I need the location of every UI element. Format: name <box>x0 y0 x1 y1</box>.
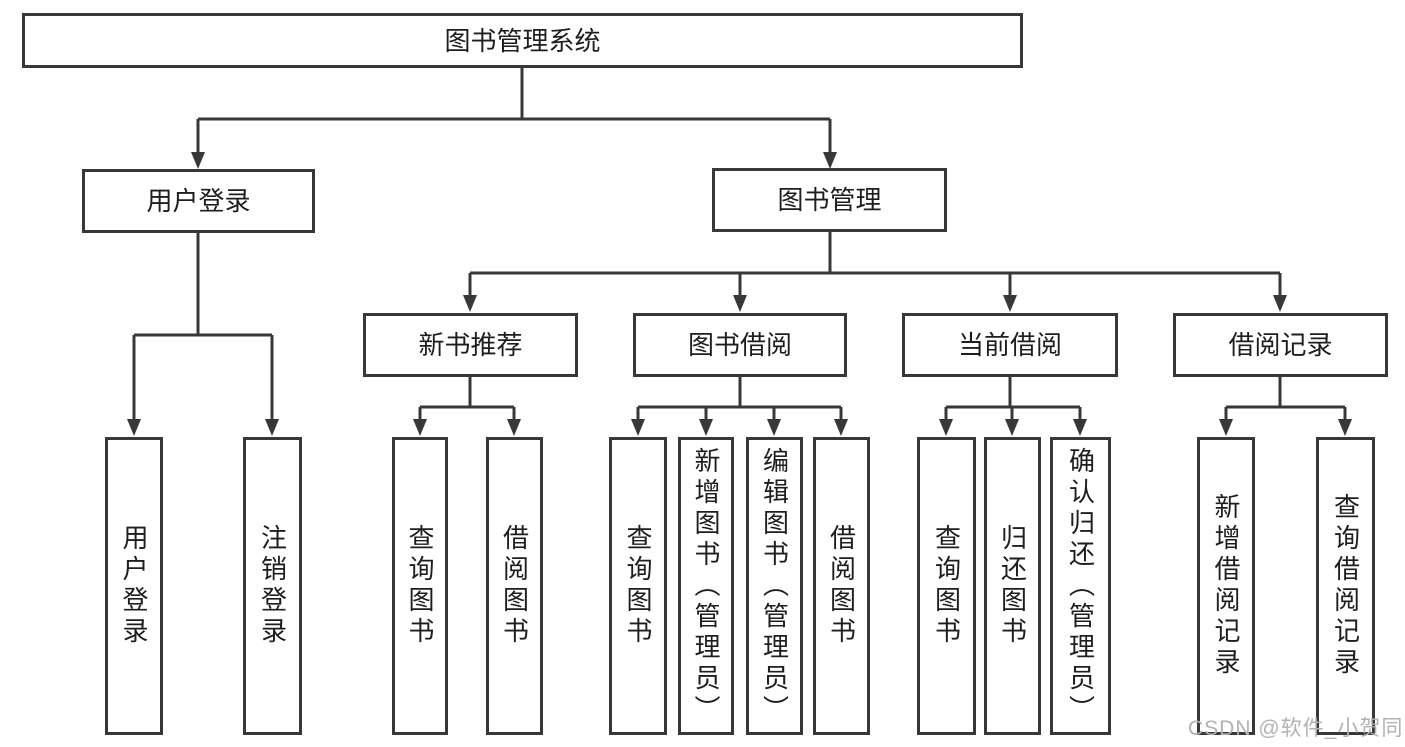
arrowhead <box>507 419 521 436</box>
node-book-borrow: 图书借阅 <box>633 313 847 377</box>
connector-current-borrow-split <box>944 377 1082 421</box>
node-user-login: 用户登录 <box>82 169 315 233</box>
node-current-borrow: 当前借阅 <box>902 313 1118 377</box>
arrowhead <box>413 419 427 436</box>
arrowhead <box>463 295 477 312</box>
connector-book-borrow-split <box>636 377 843 421</box>
arrowhead <box>1073 419 1087 436</box>
leaf-user-login: 用户登录 <box>105 437 163 735</box>
arrowhead <box>631 419 645 436</box>
leaf-logout: 注销登录 <box>243 437 302 735</box>
arrowhead <box>733 295 747 312</box>
arrowhead <box>834 419 848 436</box>
arrowhead <box>127 419 141 436</box>
leaf-bb-borrow-book: 借阅图书 <box>813 437 870 735</box>
arrowhead <box>823 152 837 169</box>
arrowhead <box>699 419 713 436</box>
arrowhead <box>1273 295 1287 312</box>
leaf-bb-add-book: 新增图书（管理员） <box>678 437 734 735</box>
connector-user-login-split <box>132 233 274 421</box>
connector-book-mgmt-split <box>468 232 1282 297</box>
arrowhead <box>265 419 279 436</box>
node-new-book-recommend: 新书推荐 <box>363 313 578 377</box>
leaf-br-query-record: 查询借阅记录 <box>1316 437 1375 735</box>
node-book-mgmt: 图书管理 <box>712 168 947 232</box>
arrowhead <box>939 419 953 436</box>
arrowhead <box>1005 419 1019 436</box>
leaf-nb-query-book: 查询图书 <box>392 437 448 735</box>
leaf-cb-query-book: 查询图书 <box>917 437 976 735</box>
arrowhead <box>1338 419 1352 436</box>
leaf-cb-return-book: 归还图书 <box>984 437 1041 735</box>
arrowheads <box>127 152 1352 436</box>
arrowhead <box>1219 419 1233 436</box>
node-borrow-records: 借阅记录 <box>1173 313 1388 377</box>
leaf-nb-borrow-book: 借阅图书 <box>486 437 543 735</box>
arrowhead <box>767 419 781 436</box>
leaf-bb-edit-book: 编辑图书（管理员） <box>746 437 803 735</box>
connector-root-split <box>196 68 832 153</box>
leaf-bb-query-book: 查询图书 <box>609 437 667 735</box>
node-root: 图书管理系统 <box>22 13 1023 68</box>
connector-new-book-split <box>418 377 516 421</box>
arrowhead <box>191 152 205 169</box>
connector-borrow-records-split <box>1224 377 1347 421</box>
watermark: CSDN @软件_小贺同学 <box>1188 717 1405 740</box>
arrowhead <box>1003 295 1017 312</box>
leaf-br-add-record: 新增借阅记录 <box>1197 437 1255 735</box>
leaf-cb-confirm-return: 确认归还（管理员） <box>1050 437 1111 735</box>
